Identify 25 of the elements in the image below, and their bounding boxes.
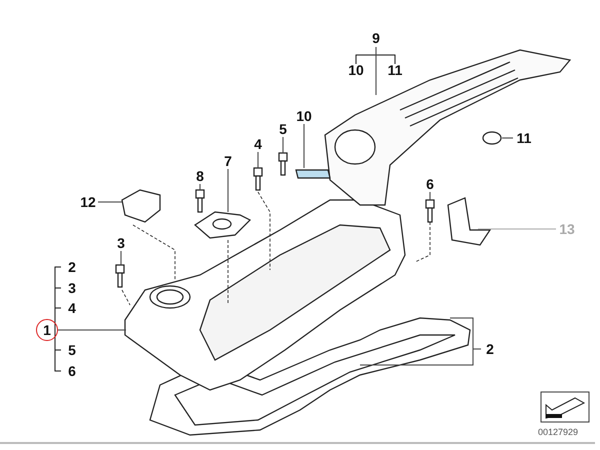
callout-number: 10 (294, 108, 314, 124)
diagram-number: 00127929 (538, 426, 578, 439)
callout-number: 4 (67, 300, 77, 316)
callout-number: 13 (557, 221, 577, 237)
callout-number: 1 (36, 319, 58, 341)
callout-number: 11 (386, 62, 404, 78)
leader-line (120, 250, 122, 266)
callout-number: 2 (67, 259, 77, 275)
leader-line (478, 228, 556, 230)
callout-number: 5 (67, 342, 77, 358)
callout-number: 2 (480, 341, 500, 357)
callout-number: 10 (347, 62, 365, 78)
callout-number: 3 (111, 235, 131, 251)
callout-number: 11 (514, 130, 534, 146)
callout-number: 12 (78, 194, 98, 210)
leader-line (360, 318, 482, 366)
callout-number: 3 (67, 280, 77, 296)
leader-line (282, 136, 284, 154)
callout-number: 7 (218, 153, 238, 169)
callout-number: 8 (190, 168, 210, 184)
callout-number: 6 (420, 176, 440, 192)
callout-number: 6 (67, 363, 77, 379)
callout-number: 4 (248, 136, 268, 152)
callout-number: 5 (273, 121, 293, 137)
callout-number: 9 (366, 30, 386, 46)
